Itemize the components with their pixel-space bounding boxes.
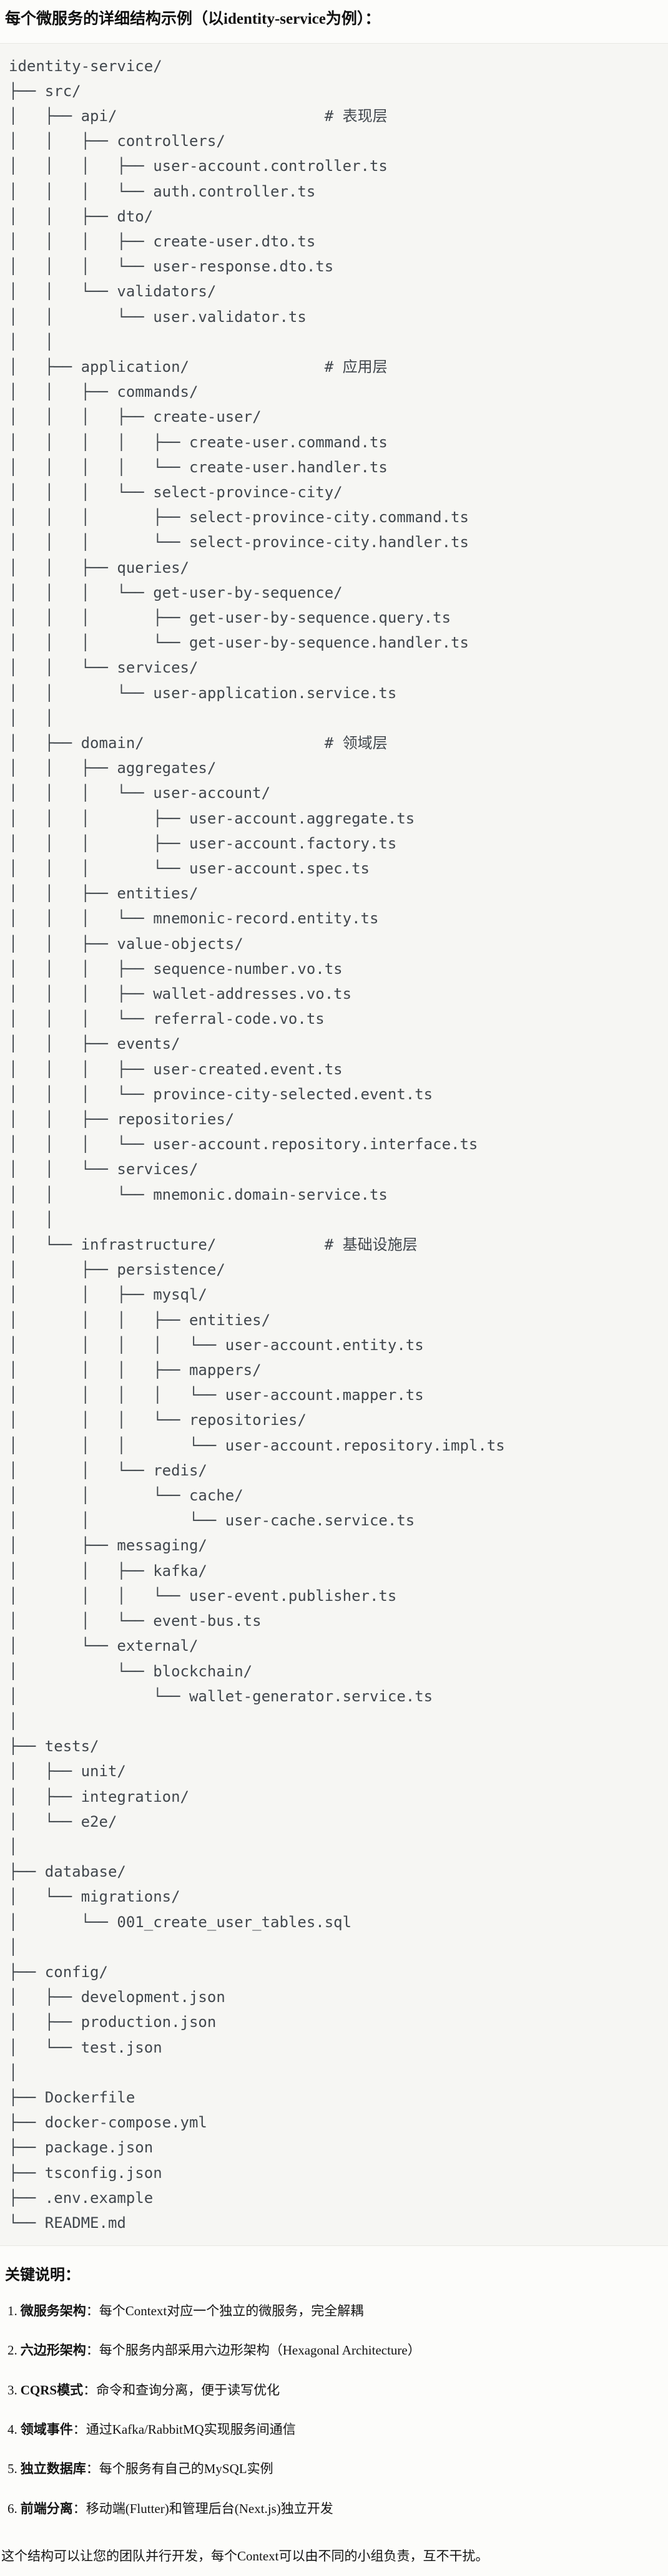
note-item-5: 5.独立数据库：每个服务有自己的MySQL实例 (7, 2461, 663, 2477)
item-number: 2. (7, 2343, 17, 2358)
item-text: ：每个服务有自己的MySQL实例 (86, 2461, 273, 2477)
directory-tree-code-block: identity-service/ ├── src/ │ ├── api/ # … (0, 42, 668, 2247)
key-notes-heading: 关键说明： (5, 2267, 80, 2284)
item-term: 六边形架构 (20, 2343, 86, 2358)
item-number: 4. (7, 2422, 17, 2437)
item-number: 6. (7, 2501, 17, 2516)
item-number: 1. (7, 2303, 17, 2319)
note-item-2: 2.六边形架构：每个服务内部采用六边形架构（Hexagonal Architec… (7, 2342, 663, 2359)
item-text: ：每个服务内部采用六边形架构（Hexagonal Architecture） (86, 2343, 421, 2358)
note-item-3: 3.CQRS模式：命令和查询分离，便于读写优化 (7, 2382, 663, 2399)
note-item-6: 6.前端分离：移动端(Flutter)和管理后台(Next.js)独立开发 (7, 2501, 663, 2517)
item-term: 独立数据库 (20, 2461, 86, 2477)
item-term: 领域事件 (20, 2422, 73, 2437)
item-number: 3. (7, 2382, 17, 2398)
key-notes-list: 1.微服务架构：每个Context对应一个独立的微服务，完全解耦 2.六边形架构… (0, 2303, 668, 2517)
note-item-4: 4.领域事件：通过Kafka/RabbitMQ实现服务间通信 (7, 2421, 663, 2438)
page-title: 每个微服务的详细结构示例（以identity-service为例）： (5, 11, 381, 27)
item-term: CQRS模式 (20, 2382, 84, 2398)
item-text: ：通过Kafka/RabbitMQ实现服务间通信 (72, 2422, 296, 2437)
note-item-1: 1.微服务架构：每个Context对应一个独立的微服务，完全解耦 (7, 2303, 663, 2320)
item-text: ：每个Context对应一个独立的微服务，完全解耦 (86, 2303, 364, 2319)
item-text: ：命令和查询分离，便于读写优化 (83, 2382, 280, 2398)
item-term: 前端分离 (20, 2501, 73, 2516)
item-number: 5. (7, 2461, 17, 2477)
item-term: 微服务架构 (20, 2303, 86, 2319)
document: 每个微服务的详细结构示例（以identity-service为例）： ident… (0, 9, 668, 2565)
item-text: ：移动端(Flutter)和管理后台(Next.js)独立开发 (72, 2501, 333, 2516)
closing-paragraph: 这个结构可以让您的团队并行开发，每个Context可以由不同的小组负责，互不干扰… (1, 2548, 489, 2564)
